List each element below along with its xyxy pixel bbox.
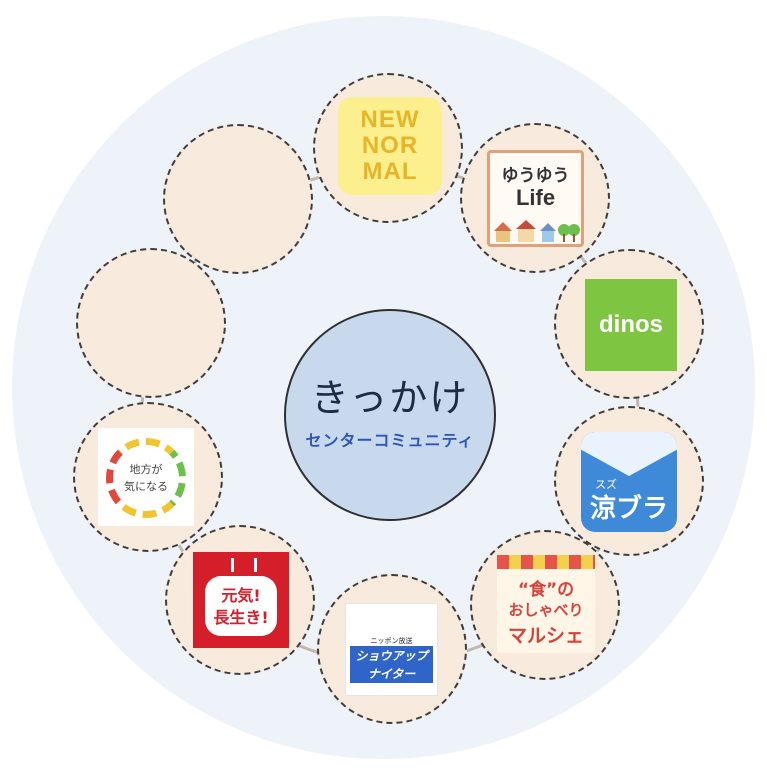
logo-text: 長生き! [213, 608, 269, 627]
logo-text: 涼ブラ [589, 494, 668, 524]
houses-icon [494, 220, 580, 242]
new-normal-logo[interactable]: NEW NOR MAL [338, 97, 442, 195]
logo-text: Life [515, 185, 556, 210]
yuyu-life-logo[interactable]: ゆうゆう Life [487, 150, 584, 247]
logo-text: MAL [362, 158, 418, 185]
logo-text: ニッポン放送 [370, 637, 413, 645]
genki-nagaiki-logo[interactable]: 元気! 長生き! [193, 552, 289, 648]
awning-icon [497, 555, 595, 569]
logo-text: スズ [595, 478, 617, 491]
logo-text: dinos [599, 311, 663, 338]
logo-text: 気になる [124, 480, 168, 493]
dashed-ring-icon [106, 438, 186, 518]
chiho-logo[interactable]: 地方が 気になる [98, 428, 194, 526]
logo-text: おしゃべり [508, 601, 584, 619]
center-hub[interactable]: きっかけ センターコミュニティ [284, 309, 496, 521]
show-up-nighter-logo[interactable]: ニッポン放送 ショウアップ ナイター [345, 603, 438, 696]
node-empty-2 [163, 124, 313, 274]
logo-text: ゆうゆう [501, 166, 570, 186]
rays-icon [231, 558, 257, 572]
node-empty-1 [76, 248, 226, 398]
logo-text: ナイター [350, 664, 433, 683]
center-title: きっかけ [310, 376, 470, 420]
center-subtitle: センターコミュニティ [305, 431, 475, 450]
shoku-marche-logo[interactable]: “食”の おしゃべり マルシェ [497, 555, 595, 653]
dinos-logo[interactable]: dinos [585, 279, 677, 371]
logo-text: 元気! [221, 586, 261, 605]
logo-text: NEW [360, 106, 420, 133]
speech-bubble-icon [205, 576, 277, 636]
logo-text: NOR [361, 132, 419, 159]
logo-text: 地方が [129, 463, 163, 476]
collar-shape [581, 432, 677, 476]
suzubura-logo[interactable]: スズ 涼ブラ [581, 432, 677, 532]
node-genki[interactable] [165, 525, 315, 675]
logo-text: マルシェ [507, 625, 584, 647]
logo-text: ショウアップ [350, 646, 433, 665]
logo-text: “食”の [517, 580, 575, 600]
